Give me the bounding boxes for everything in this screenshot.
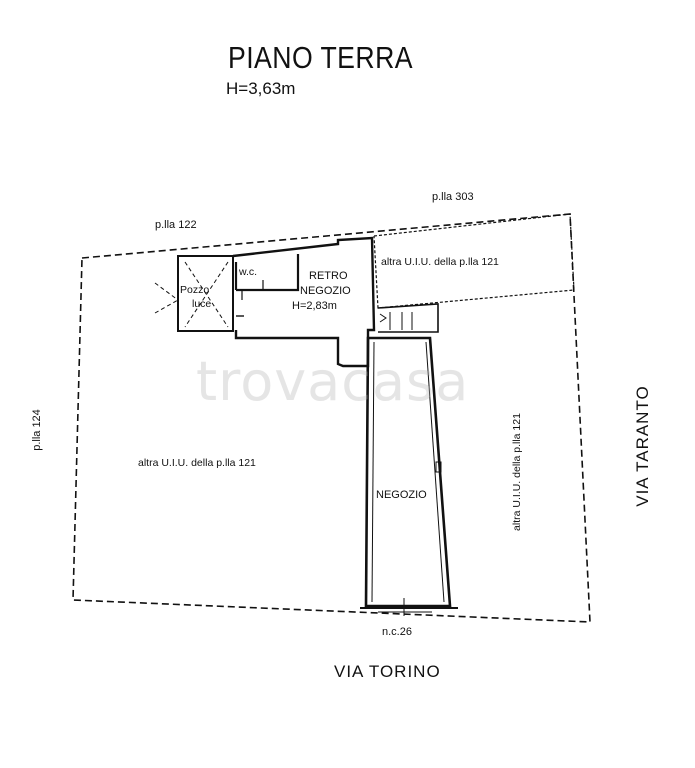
top-right-unit-outline bbox=[373, 213, 575, 309]
parcel-label-west: p.lla 124 bbox=[30, 409, 43, 451]
wc-label: w.c. bbox=[239, 266, 258, 278]
other-unit-label-left: altra U.I.U. della p.lla 121 bbox=[138, 457, 256, 469]
civic-number: n.c.26 bbox=[382, 626, 412, 638]
pozzo-luce-outline bbox=[177, 255, 234, 332]
floor-height: H=3,63m bbox=[226, 79, 296, 98]
parcel-label-north-left: p.lla 122 bbox=[155, 219, 197, 231]
retro-negozio-label-2: NEGOZIO bbox=[300, 285, 351, 297]
street-label-south: VIA TORINO bbox=[334, 662, 441, 681]
watermark-logo: trovacasa bbox=[196, 350, 470, 413]
parcel-label-north-right: p.lla 303 bbox=[432, 191, 474, 203]
property-boundary bbox=[72, 213, 591, 623]
pozzo-label-1: Pozzo bbox=[180, 284, 210, 296]
retro-negozio-height: H=2,83m bbox=[292, 300, 337, 312]
pozzo-label-2: luce bbox=[192, 298, 212, 310]
street-label-east: VIA TARANTO bbox=[632, 385, 652, 507]
negozio-outline bbox=[364, 336, 452, 608]
retro-negozio-label-1: RETRO bbox=[309, 270, 348, 282]
other-unit-label-top-right: altra U.I.U. della p.lla 121 bbox=[381, 256, 499, 268]
stair-block bbox=[377, 303, 439, 333]
page-title: PIANO TERRA bbox=[228, 40, 413, 75]
negozio-label: NEGOZIO bbox=[376, 489, 427, 501]
wc-walls bbox=[236, 254, 300, 292]
other-unit-label-right: altra U.I.U. della p.lla 121 bbox=[510, 413, 523, 531]
